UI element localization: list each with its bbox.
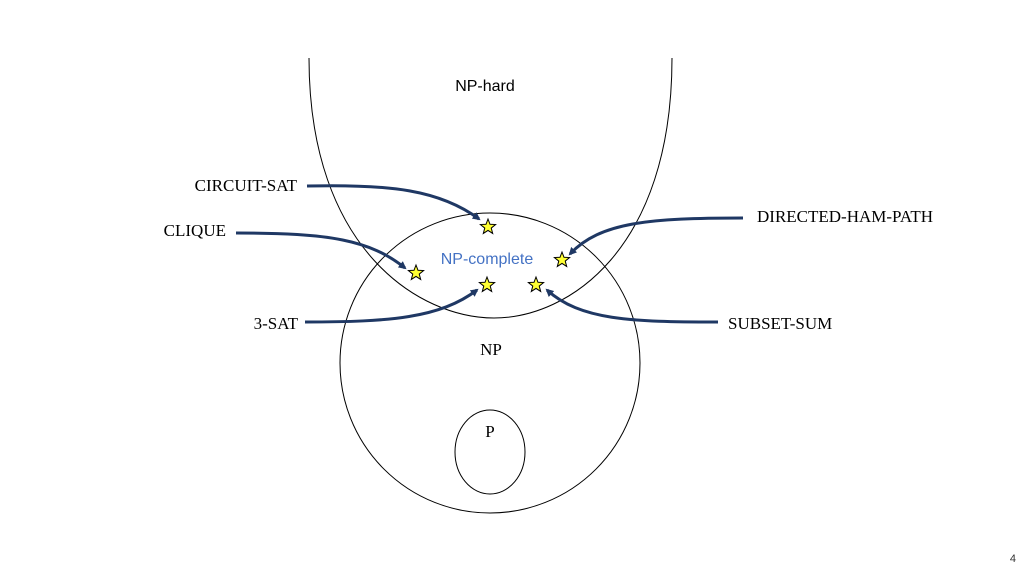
clique-label: CLIQUE xyxy=(164,221,226,240)
three-sat-star-icon xyxy=(478,275,496,293)
p-label: P xyxy=(485,422,494,441)
np-hard-region xyxy=(308,57,673,319)
circuit-sat-star-icon xyxy=(479,217,497,235)
np-region xyxy=(339,212,641,514)
p-region xyxy=(454,409,526,495)
clique-arrow xyxy=(235,231,407,270)
three-sat-arrow xyxy=(304,288,479,324)
circuit-sat-arrow xyxy=(306,184,481,221)
subset-sum-label: SUBSET-SUM xyxy=(728,314,832,333)
subset-sum-star-icon xyxy=(527,275,545,293)
np-complete-label: NP-complete xyxy=(441,251,534,268)
directed-ham-path-arrow xyxy=(568,216,744,256)
circuit-sat-label: CIRCUIT-SAT xyxy=(195,176,298,195)
clique-star-icon xyxy=(407,263,425,281)
np-label: NP xyxy=(480,340,502,359)
subset-sum-arrow xyxy=(545,288,719,324)
directed-ham-path-star-icon xyxy=(553,250,571,268)
three-sat-label: 3-SAT xyxy=(254,314,299,333)
directed-ham-path-label: DIRECTED-HAM-PATH xyxy=(757,207,933,226)
np-hard-label: NP-hard xyxy=(455,78,515,95)
page-number: 4 xyxy=(1009,553,1016,565)
